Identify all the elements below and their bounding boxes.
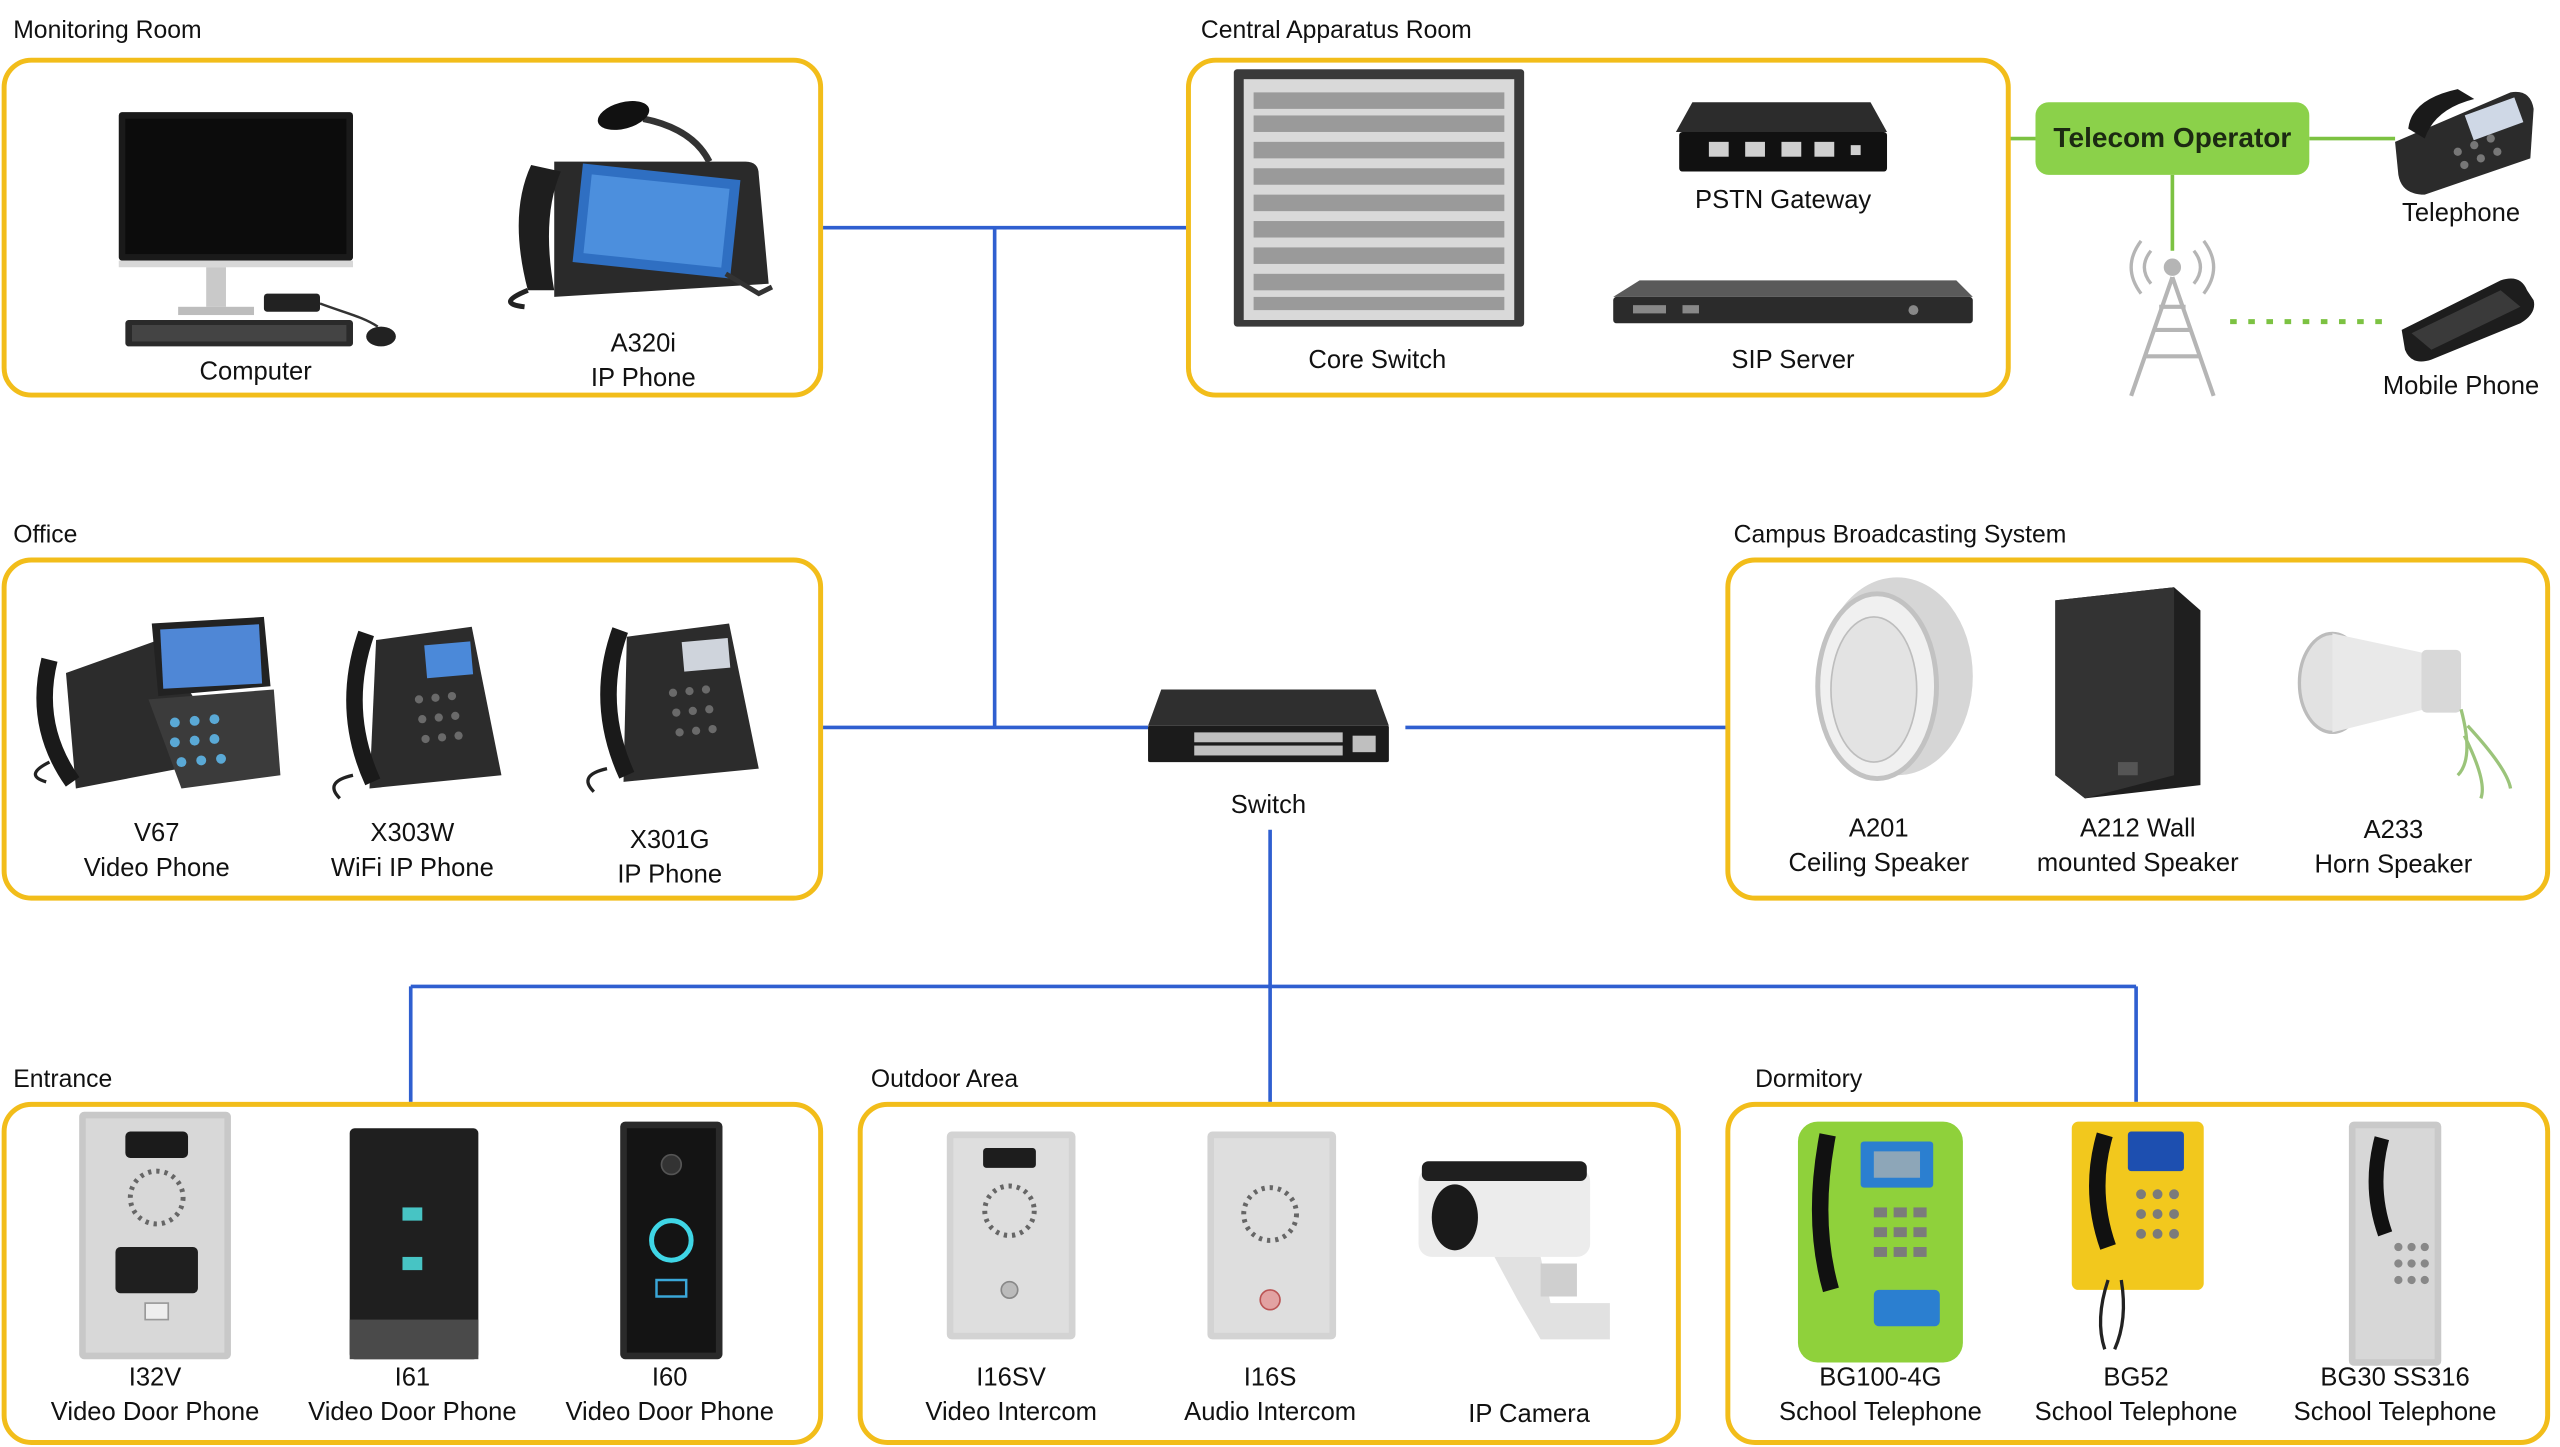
telecom-operator-label: Telecom Operator xyxy=(2053,122,2292,154)
telecom-operator-box: Telecom Operator xyxy=(2035,102,2310,175)
label-pstn-gateway: PSTN Gateway xyxy=(1695,186,1872,215)
label-mobile-phone: Mobile Phone xyxy=(2382,372,2540,401)
label-computer: Computer xyxy=(199,357,312,386)
label-ip-camera: IP Camera xyxy=(1468,1400,1590,1429)
zone-title-monitoring: Monitoring Room xyxy=(13,16,202,45)
zone-title-campus: Campus Broadcasting System xyxy=(1733,521,2067,550)
label-telephone: Telephone xyxy=(2402,199,2521,228)
label-switch: Switch xyxy=(1230,791,1307,820)
zone-title-dormitory: Dormitory xyxy=(1755,1065,1863,1094)
zone-monitoring-room xyxy=(1,57,824,398)
label-core-switch: Core Switch xyxy=(1308,346,1447,375)
network-links xyxy=(408,225,2138,1102)
zone-title-outdoor: Outdoor Area xyxy=(870,1065,1019,1094)
zone-title-central: Central Apparatus Room xyxy=(1200,16,1472,45)
zone-title-entrance: Entrance xyxy=(13,1065,113,1094)
label-sip-server: SIP Server xyxy=(1731,346,1855,375)
zone-title-office: Office xyxy=(13,521,78,550)
